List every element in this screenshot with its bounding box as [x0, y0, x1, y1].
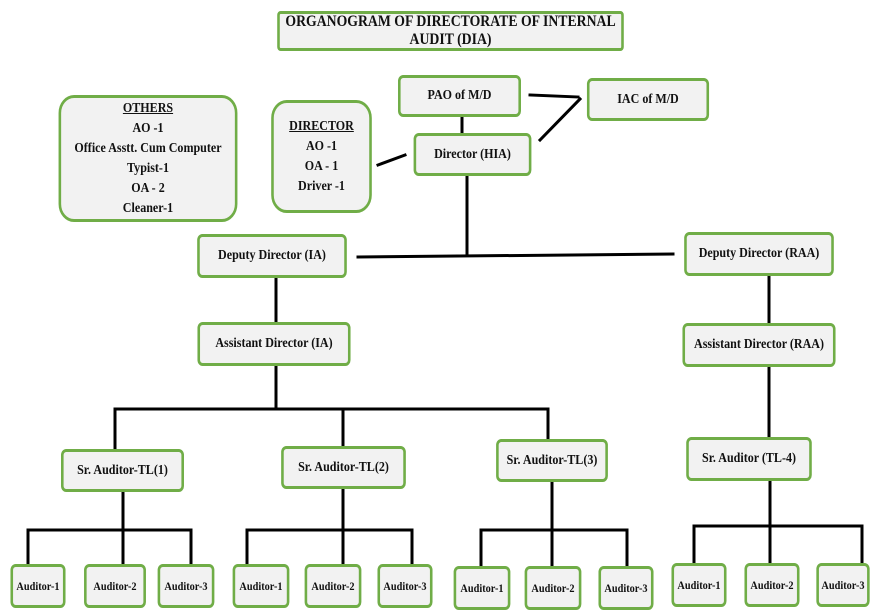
node-sr-auditor-tl2: Sr. Auditor-TL(2) — [281, 446, 406, 489]
node-sr-auditor-tl3: Sr. Auditor-TL(3) — [496, 439, 608, 482]
line-staff-director — [376, 153, 407, 167]
line-pao-iac — [528, 93, 580, 99]
node-pao: PAO of M/D — [398, 75, 521, 117]
others-box: OTHERS AO -1 Office Asstt. Cum Computer … — [58, 95, 238, 222]
auditor-tl2-2: Auditor-2 — [304, 564, 362, 608]
auditor-tl1-2: Auditor-2 — [84, 564, 146, 608]
others-heading: OTHERS — [122, 100, 174, 116]
node-deputy-director-ia: Deputy Director (IA) — [197, 234, 347, 278]
others-line-ao: AO -1 — [132, 120, 164, 136]
director-staff-box: DIRECTOR AO -1 OA - 1 Driver -1 — [271, 100, 372, 213]
director-staff-line-driver: Driver -1 — [298, 178, 345, 194]
node-sr-auditor-tl1: Sr. Auditor-TL(1) — [61, 449, 184, 492]
auditor-tl3-3: Auditor-3 — [598, 566, 654, 610]
auditor-tl1-3: Auditor-3 — [157, 564, 215, 608]
auditor-tl4-3: Auditor-3 — [816, 563, 870, 607]
line-director-iac — [537, 96, 583, 143]
auditor-tl2-1: Auditor-1 — [232, 564, 290, 608]
auditor-tl1-1: Auditor-1 — [10, 564, 66, 608]
auditor-tl2-3: Auditor-3 — [377, 564, 433, 608]
node-director-hia: Director (HIA) — [413, 133, 532, 176]
auditor-tl4-1: Auditor-1 — [671, 563, 727, 607]
node-assistant-director-raa: Assistant Director (RAA) — [682, 323, 836, 367]
director-staff-line-ao: AO -1 — [305, 138, 338, 154]
auditor-tl3-1: Auditor-1 — [453, 566, 511, 610]
node-deputy-director-raa: Deputy Director (RAA) — [684, 232, 834, 276]
auditor-tl3-2: Auditor-2 — [524, 566, 582, 610]
page-title: ORGANOGRAM OF DIRECTORATE OF INTERNAL AU… — [277, 11, 624, 51]
node-iac: IAC of M/D — [586, 78, 710, 121]
others-line-typist: Office Asstt. Cum Computer Typist-1 — [74, 140, 222, 176]
line-deputy-horizontal — [356, 252, 675, 259]
auditor-tl4-2: Auditor-2 — [744, 563, 800, 607]
node-assistant-director-ia: Assistant Director (IA) — [197, 322, 351, 366]
node-sr-auditor-tl4: Sr. Auditor (TL-4) — [686, 437, 812, 481]
others-line-oa: OA - 2 — [131, 180, 165, 196]
director-staff-line-oa: OA - 1 — [304, 158, 339, 174]
director-staff-heading: DIRECTOR — [289, 118, 354, 134]
others-line-cleaner: Cleaner-1 — [122, 200, 174, 216]
